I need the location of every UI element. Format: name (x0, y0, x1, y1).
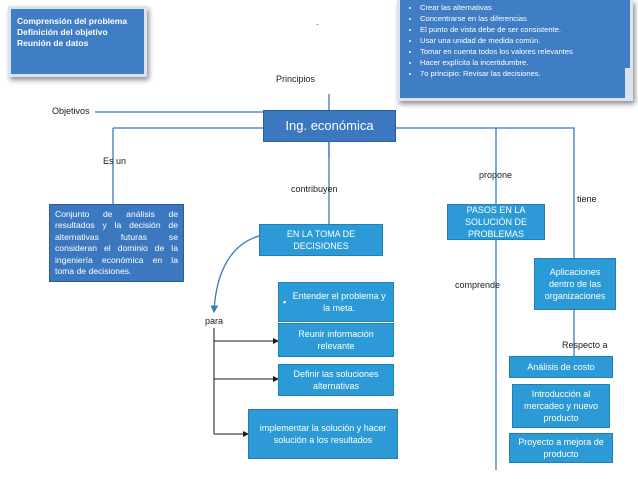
step-entender-label: Entender el problema y la meta. (292, 291, 386, 313)
node-aplicaciones: Aplicaciones dentro de las organizacione… (534, 258, 616, 310)
principle-item: Hacer explícita la incertidumbre. (420, 57, 624, 68)
node-central: Ing. económica (263, 110, 396, 142)
label-comprende: comprende (455, 280, 501, 290)
label-contribuyen: contribuyen (291, 184, 338, 194)
label-es-un: Es un (103, 156, 127, 166)
bullet-icon: ▪ (283, 297, 287, 307)
step-entender: ▪ Entender el problema y la meta. (278, 282, 394, 322)
principle-item: El punto de vista debe de ser consistent… (420, 24, 624, 35)
app-analisis-costo: Análisis de costo (509, 356, 613, 378)
app-introduccion-mercadeo: Introducción al mercadeo y nuevo product… (512, 384, 610, 428)
para-arrow (210, 235, 260, 314)
note-left-line: Reunión de datos (17, 38, 89, 48)
label-principios: Principios (276, 74, 316, 84)
label-propone: propone (479, 170, 513, 180)
app-proyecto-mejora: Proyecto a mejora de producto (509, 433, 613, 463)
node-definition: Conjunto de análisis de resultados y la … (49, 204, 184, 282)
note-principles: Crear las alternativas Concentrarse en l… (397, 0, 633, 101)
note-left-line: Comprensión del problema (17, 16, 128, 26)
step-definir: Definir las soluciones alternativas (278, 364, 394, 396)
label-respecto-a: Respecto a (562, 340, 608, 350)
right-bus (396, 127, 575, 258)
principle-item: Tomar en cuenta todos los valores releva… (420, 46, 624, 57)
principle-item: 7o principio: Revisar las decisiones. (420, 68, 624, 79)
step-reunir: Reunir información relevante (278, 323, 394, 357)
label-objetivos: Objetivos (52, 106, 90, 116)
principle-item: Concentrarse en las diferencias (420, 13, 624, 24)
note-scroll-handle (625, 68, 631, 98)
node-toma-decisiones: EN LA TOMA DE DECISIONES (259, 224, 383, 256)
stray-dot: . (316, 17, 319, 27)
principle-item: Usar una unidad de medida común. (420, 35, 624, 46)
label-tiene: tiene (577, 194, 597, 204)
note-left-line: Definición del objetivo (17, 27, 108, 37)
principle-item: Crear las alternativas (420, 2, 624, 13)
node-pasos: PASOS EN LA SOLUCIÓN DE PROBLEMAS (447, 204, 545, 240)
step-implementar: implementar la solución y hacer solución… (248, 409, 398, 459)
label-para: para (205, 316, 224, 326)
note-left: Comprensión del problema Definición del … (8, 6, 147, 77)
